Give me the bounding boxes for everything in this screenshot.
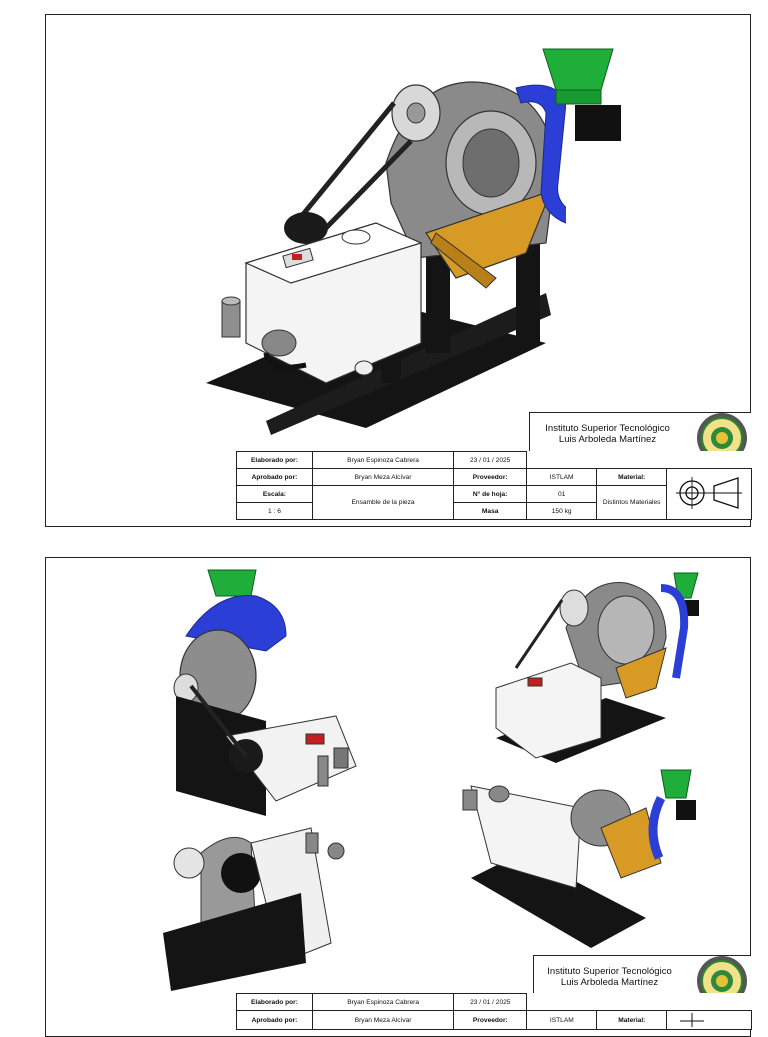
material-value: Distintos Materiales bbox=[596, 485, 668, 520]
first-angle-projection-icon bbox=[680, 1013, 705, 1027]
institution-line-2: Luis Arboleda Martínez bbox=[560, 977, 659, 988]
institute-seal-logo bbox=[697, 413, 747, 463]
elaborado-label: Elaborado por: bbox=[236, 451, 313, 469]
elaborado-value: Bryan Espinoza Cabrera bbox=[311, 451, 455, 469]
green-hopper-drawing bbox=[542, 48, 621, 141]
elaborado-label: Elaborado por: bbox=[236, 993, 313, 1011]
aprobado-value: Bryan Meza Alcívar bbox=[311, 1010, 455, 1030]
date-value: 23 / 01 / 2025 bbox=[453, 993, 528, 1011]
institution-line-1: Instituto Superior Tecnológico bbox=[547, 966, 672, 977]
institution-line-1: Instituto Superior Tecnológico bbox=[545, 423, 670, 434]
escala-value: 1 : 6 bbox=[236, 502, 313, 520]
hoja-value: 01 bbox=[526, 485, 598, 503]
assembly-view-side-iso bbox=[462, 769, 696, 948]
date-value: 23 / 01 / 2025 bbox=[453, 451, 528, 469]
elaborado-value: Bryan Espinoza Cabrera bbox=[311, 993, 455, 1011]
material-label: Material: bbox=[596, 1010, 668, 1030]
title-block-table: Elaborado por: Bryan Espinoza Cabrera 23… bbox=[236, 451, 752, 520]
projection-symbol-cell bbox=[666, 1010, 752, 1030]
assembly-view-front-iso bbox=[495, 572, 699, 763]
proveedor-value: ISTLAM bbox=[526, 468, 598, 486]
drawing-sheet-1: Instituto Superior Tecnológico Luis Arbo… bbox=[45, 14, 752, 527]
assembly-view-rear bbox=[173, 569, 357, 816]
masa-value: 150 kg bbox=[526, 502, 598, 520]
title-block-table-2: Elaborado por: Bryan Espinoza Cabrera 23… bbox=[236, 993, 752, 1030]
projection-symbol-cell bbox=[666, 468, 752, 520]
hoja-label: N° de hoja: bbox=[453, 485, 528, 503]
institution-line-2: Luis Arboleda Martínez bbox=[558, 434, 657, 445]
proveedor-value: ISTLAM bbox=[526, 1010, 598, 1030]
aprobado-label: Aprobado por: bbox=[236, 468, 313, 486]
material-label: Material: bbox=[596, 468, 668, 486]
drawing-sheet-2: Instituto Superior Tecnológico Luis Arbo… bbox=[45, 557, 752, 1037]
proveedor-label: Proveedor: bbox=[453, 468, 528, 486]
first-angle-projection-icon bbox=[676, 477, 743, 509]
aprobado-label: Aprobado por: bbox=[236, 1010, 313, 1030]
machine-assembly-isometric bbox=[206, 81, 566, 435]
assembly-view-underside bbox=[163, 827, 345, 991]
escala-label: Escala: bbox=[236, 485, 313, 503]
descripcion-value: Ensamble de la pieza bbox=[311, 485, 455, 520]
masa-label: Masa bbox=[453, 502, 528, 520]
proveedor-label: Proveedor: bbox=[453, 1010, 528, 1030]
aprobado-value: Bryan Meza Alcívar bbox=[311, 468, 455, 486]
